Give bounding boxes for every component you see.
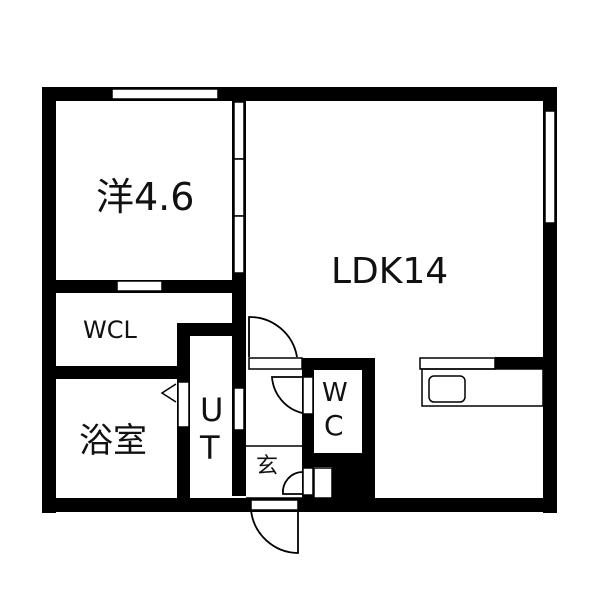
sliding-door-1 [233, 101, 245, 160]
front-door-frame [250, 499, 299, 511]
sink-icon [428, 375, 466, 403]
front-door-swing [250, 509, 299, 554]
kitchen-cabinet [421, 368, 544, 407]
wall-wc-solid [332, 467, 362, 498]
wall-left [42, 87, 56, 513]
room-label-western: 洋4.6 [96, 175, 195, 219]
hall-door-frame [248, 357, 303, 370]
room-label-ut-bottom: T [200, 429, 220, 467]
window-wcl-top [116, 280, 163, 292]
shoe-box [313, 467, 333, 499]
window-ldk-right [544, 110, 556, 224]
wall-bottom [42, 498, 557, 512]
ut-opening [233, 387, 245, 431]
room-label-bathroom: 浴室 [79, 421, 147, 461]
wall-ut-top [177, 323, 235, 336]
sliding-door-2 [233, 158, 245, 217]
sliding-door-3 [233, 215, 245, 274]
wall-kitchen [495, 357, 543, 369]
bath-door-icon [160, 383, 177, 403]
ldk-door-swing [248, 316, 298, 358]
wc-door-frame [302, 376, 314, 415]
room-label-wc-top: W [322, 378, 348, 408]
window-western-top [111, 88, 219, 100]
bath-door [177, 381, 190, 428]
shoe-frame [302, 467, 314, 496]
kitchen-counter-top [419, 357, 496, 370]
inner-door-swing [282, 471, 303, 495]
wall-wcl-bottom [56, 366, 181, 379]
room-label-wcl: WCL [83, 316, 137, 344]
wall-wc-top [302, 358, 375, 370]
room-label-ldk: LDK14 [331, 251, 449, 292]
room-label-wc-bottom: C [324, 409, 344, 442]
wc-door-swing [271, 376, 303, 414]
wall-wc-bottom [314, 453, 362, 467]
wall-wc-right [362, 358, 375, 498]
room-label-ut-top: U [200, 391, 224, 429]
room-label-entrance: 玄 [256, 454, 279, 479]
